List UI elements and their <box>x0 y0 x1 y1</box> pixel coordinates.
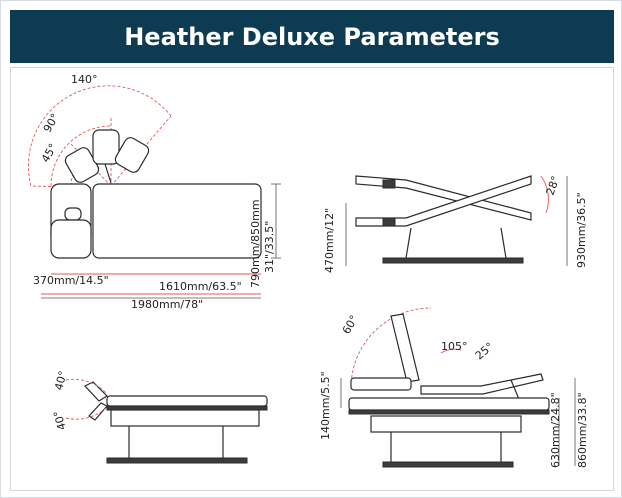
back-leg-section <box>350 377 412 391</box>
side-body <box>110 409 260 427</box>
side-arc-up <box>65 378 107 394</box>
tilt-arc <box>540 175 549 214</box>
parameters-drawing: 140° 90° 45° 790mm/850mm 31"/33.5" <box>27 73 589 468</box>
width-label-mm: 790mm/850mm <box>249 199 262 288</box>
total-length-label: 1980mm/78" <box>131 298 203 311</box>
back-body <box>370 415 522 433</box>
side-base <box>106 457 248 464</box>
angle-140-label: 140° <box>71 73 98 86</box>
table-top <box>92 183 262 259</box>
width-label-inch: 31"/33.5" <box>263 221 276 273</box>
page-title: Heather Deluxe Parameters <box>10 10 614 63</box>
tilt-max-height-label: 930mm/36.5" <box>575 192 588 268</box>
back-arc-105 <box>440 348 462 354</box>
side-headrest-up <box>84 381 108 402</box>
top-view: 140° 90° 45° 790mm/850mm 31"/33.5" <box>27 73 281 311</box>
headrest-140 <box>114 137 150 173</box>
headrest-arm <box>104 163 112 184</box>
back-view: 60° 105° 25° 140mm/5.5" 630mm/24.8" <box>319 307 589 468</box>
headrest-90 <box>92 129 120 165</box>
tilt-min-height-label: 470mm/12" <box>323 208 336 273</box>
side-headrest-down <box>88 402 108 421</box>
back-lift-label: 140mm/5.5" <box>319 371 332 440</box>
side-top <box>106 395 268 407</box>
back-top-low <box>348 397 550 411</box>
arc-140 <box>27 85 172 187</box>
back-rest <box>390 313 420 383</box>
side-angle-up-label: 40° <box>52 369 70 391</box>
arc-90 <box>50 125 112 187</box>
tilt-view: 28° 470mm/12" 930mm/36.5" <box>323 174 588 273</box>
back-min-height-label: 630mm/24.8" <box>549 392 562 468</box>
side-view: 40° 40° <box>51 369 268 464</box>
back-base <box>382 461 514 468</box>
face-hole <box>64 207 82 221</box>
back-angle-105-label: 105° <box>441 340 468 353</box>
tilt-top-up <box>355 175 532 221</box>
back-angle-60-label: 60° <box>340 313 361 336</box>
tilt-top-down <box>355 175 532 227</box>
side-angle-down-label: 40° <box>51 409 69 431</box>
back-seat <box>420 373 544 395</box>
body-length-label: 1610mm/63.5" <box>159 280 242 293</box>
back-angle-25-label: 25° <box>473 340 496 362</box>
tilt-angle-label: 28° <box>544 174 563 197</box>
head-length-label: 370mm/14.5" <box>33 274 109 287</box>
back-max-height-label: 860mm/33.8" <box>576 392 589 468</box>
diagram-stage: 140° 90° 45° 790mm/850mm 31"/33.5" <box>10 67 614 491</box>
head-cushion <box>50 219 92 259</box>
angle-90-label: 90° <box>41 111 62 134</box>
back-arc-60 <box>350 307 432 389</box>
tilt-base <box>382 257 524 264</box>
side-arc-down <box>65 407 107 420</box>
